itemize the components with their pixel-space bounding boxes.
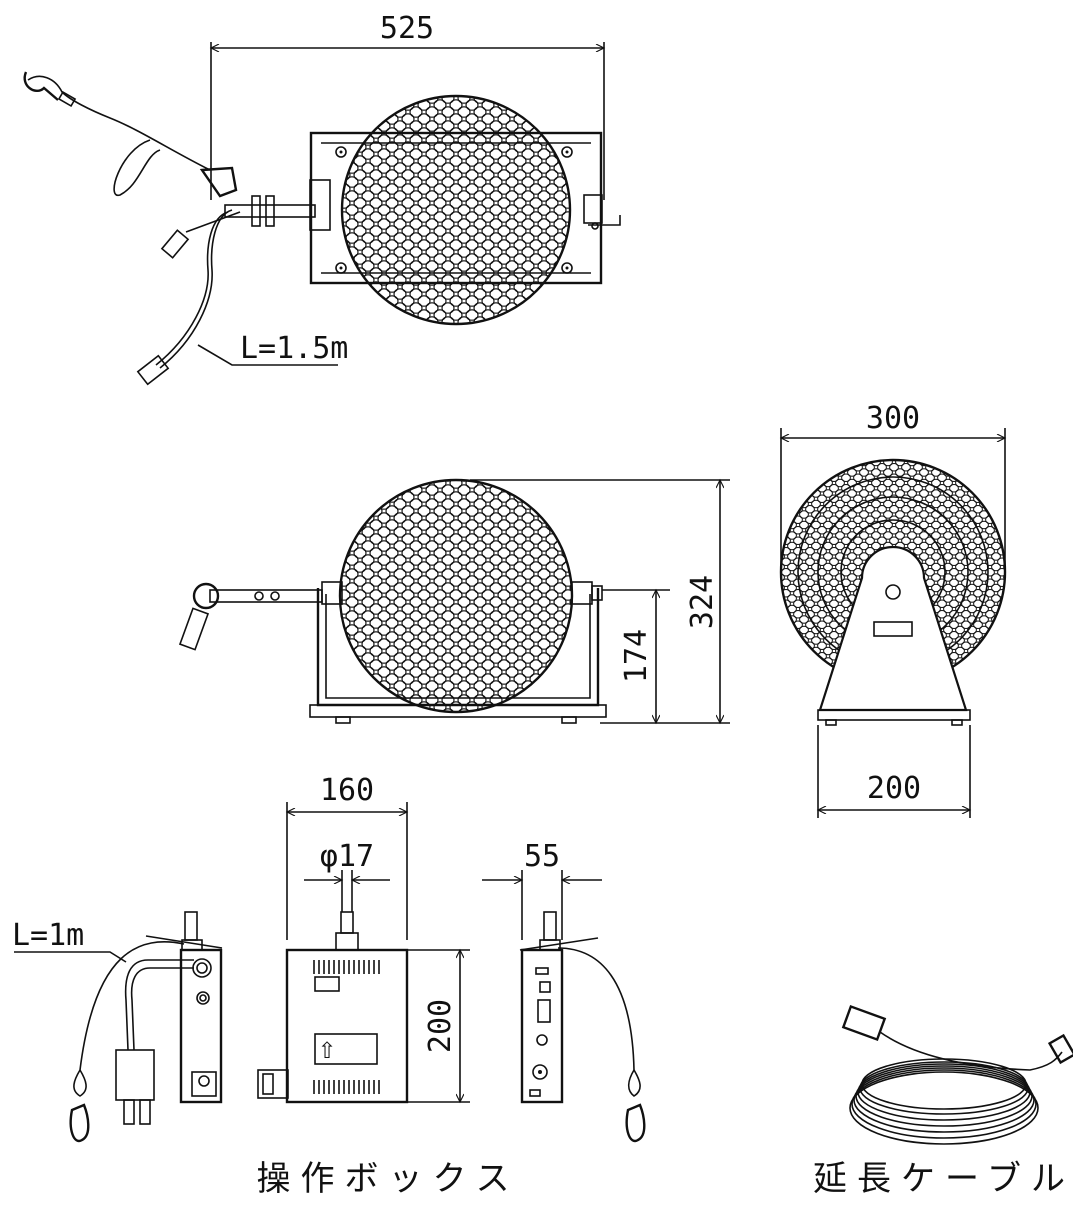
dim-cable-length-speaker: L=1.5m	[240, 331, 348, 366]
control-box-front-view: ⇧ 160 φ17 200	[257, 773, 470, 1102]
dim-front-height-total: 324	[685, 575, 720, 629]
dim-box-height: 200	[423, 999, 458, 1053]
front-view: 174 324	[178, 480, 730, 723]
dim-side-base-width: 200	[867, 771, 921, 806]
dim-cable-length-box: L=1m	[12, 918, 84, 953]
vent-bottom	[313, 1080, 380, 1094]
top-view: 525 L=1.5m	[23, 11, 621, 386]
dim-front-height-axis: 174	[619, 629, 654, 683]
caption-extension-cable: 延長ケーブル	[813, 1159, 1073, 1199]
vent-top	[313, 960, 380, 974]
svg-text:⇧: ⇧	[318, 1031, 336, 1066]
dim-box-width: 160	[320, 773, 374, 808]
dim-side-diameter: 300	[866, 401, 920, 436]
caption-control-box: 操作ボックス	[257, 1159, 520, 1199]
dim-box-depth: 55	[524, 839, 560, 874]
extension-cable	[841, 1004, 1073, 1145]
control-box-left-view: L=1m	[12, 911, 223, 1143]
dim-top-width: 525	[380, 11, 434, 46]
dim-box-hole-diameter: φ17	[320, 839, 374, 874]
control-box-right-view: 55	[482, 839, 646, 1143]
side-view: 300 200	[781, 401, 1005, 818]
